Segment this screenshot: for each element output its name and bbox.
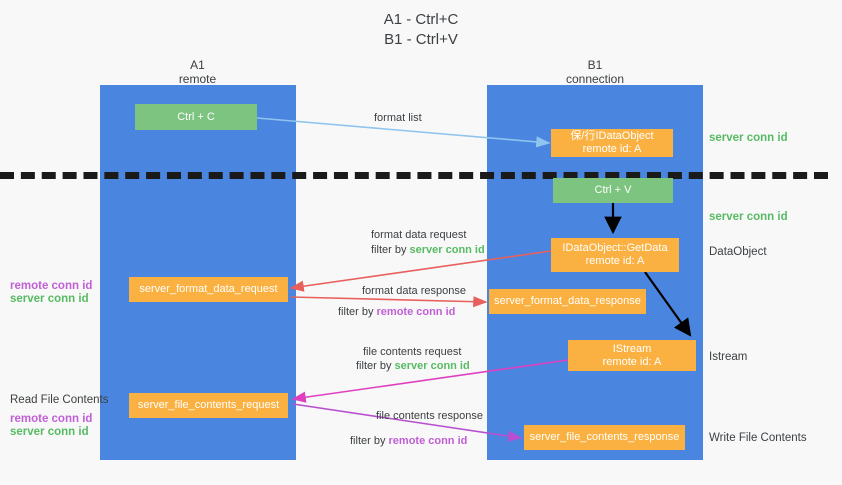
box-server-format-data-request[interactable]: server_format_data_request — [129, 277, 288, 302]
edge-label-format-data-response: format data response — [362, 285, 466, 297]
edge-label-format-list: format list — [374, 112, 422, 124]
label-server-conn-id-mid: server conn id — [709, 211, 788, 223]
box-ctrl-v[interactable]: Ctrl + V — [553, 178, 673, 203]
label-server-conn-id-1: server conn id — [10, 293, 89, 305]
box-idataobject-getdata-label: IDataObject::GetData — [562, 242, 668, 254]
column-b1-sub: connection — [565, 72, 625, 86]
label-istream: Istream — [709, 351, 748, 363]
label-server-conn-id-top: server conn id — [709, 132, 788, 144]
edge-label-format-data-request: format data request — [371, 229, 467, 241]
filter-by-text-3: filter by — [356, 360, 395, 372]
phase-divider — [0, 172, 828, 179]
box-istream[interactable]: IStream remote id: A — [568, 340, 696, 371]
label-write-file-contents: Write File Contents — [709, 432, 807, 444]
box-idataobject-getdata[interactable]: IDataObject::GetData remote id: A — [551, 238, 679, 272]
edge-label-file-contents-request-filter: filter by server conn id — [356, 359, 470, 373]
box-server-file-contents-request-label: server_file_contents_request — [137, 399, 280, 411]
box-idataobject-getdata-remote-id: remote id: A — [585, 255, 645, 267]
column-b1-name: B1 — [587, 58, 603, 72]
edge-label-format-data-request-filter: filter by server conn id — [371, 243, 485, 257]
filter-by-text-1: filter by — [371, 244, 410, 256]
box-ctrl-v-label: Ctrl + V — [594, 184, 632, 196]
column-header-b1: B1 connection — [487, 58, 703, 86]
label-server-conn-id-2: server conn id — [10, 426, 89, 438]
box-server-file-contents-request[interactable]: server_file_contents_request — [129, 393, 288, 418]
filter-by-text-4: filter by — [350, 435, 389, 447]
edge-label-file-contents-response: file contents response — [376, 410, 484, 422]
edge-label-format-data-response-filter: filter by remote conn id — [338, 305, 455, 319]
box-server-format-data-response[interactable]: server_format_data_response — [489, 289, 646, 314]
diagram-title: A1 - Ctrl+C B1 - Ctrl+V — [0, 10, 842, 50]
box-receive-idataobject-label: 保/行IDataObject — [570, 130, 654, 142]
column-header-a1: A1 remote — [100, 58, 295, 86]
box-ctrl-c[interactable]: Ctrl + C — [135, 104, 257, 130]
label-dataobject: DataObject — [709, 246, 767, 258]
label-read-file-contents: Read File Contents — [10, 394, 109, 406]
box-server-format-data-response-label: server_format_data_response — [494, 295, 641, 307]
box-ctrl-c-label: Ctrl + C — [177, 110, 215, 123]
label-remote-conn-id-2: remote conn id — [10, 413, 93, 425]
box-receive-idataobject-remote-id: remote id: A — [582, 143, 642, 155]
server-conn-id-text-1: server conn id — [409, 244, 485, 256]
remote-conn-id-text-2: remote conn id — [388, 435, 468, 447]
remote-conn-id-text-1: remote conn id — [376, 306, 456, 318]
column-a1-name: A1 — [190, 58, 205, 72]
box-server-file-contents-response-label: server_file_contents_response — [529, 431, 680, 443]
edge-label-file-contents-request: file contents request — [363, 346, 462, 358]
box-receive-idataobject[interactable]: 保/行IDataObject remote id: A — [551, 129, 673, 157]
box-istream-remote-id: remote id: A — [602, 355, 662, 368]
box-server-file-contents-response[interactable]: server_file_contents_response — [524, 425, 685, 450]
title-line-2: B1 - Ctrl+V — [384, 31, 458, 48]
edge-label-file-contents-response-filter: filter by remote conn id — [350, 434, 467, 448]
server-conn-id-text-2: server conn id — [394, 360, 470, 372]
box-istream-label: IStream — [612, 342, 652, 355]
title-line-1: A1 - Ctrl+C — [383, 11, 459, 28]
column-a1-sub: remote — [178, 72, 217, 86]
filter-by-text-2: filter by — [338, 306, 377, 318]
box-server-format-data-request-label: server_format_data_request — [139, 283, 278, 295]
label-remote-conn-id-1: remote conn id — [10, 280, 93, 292]
